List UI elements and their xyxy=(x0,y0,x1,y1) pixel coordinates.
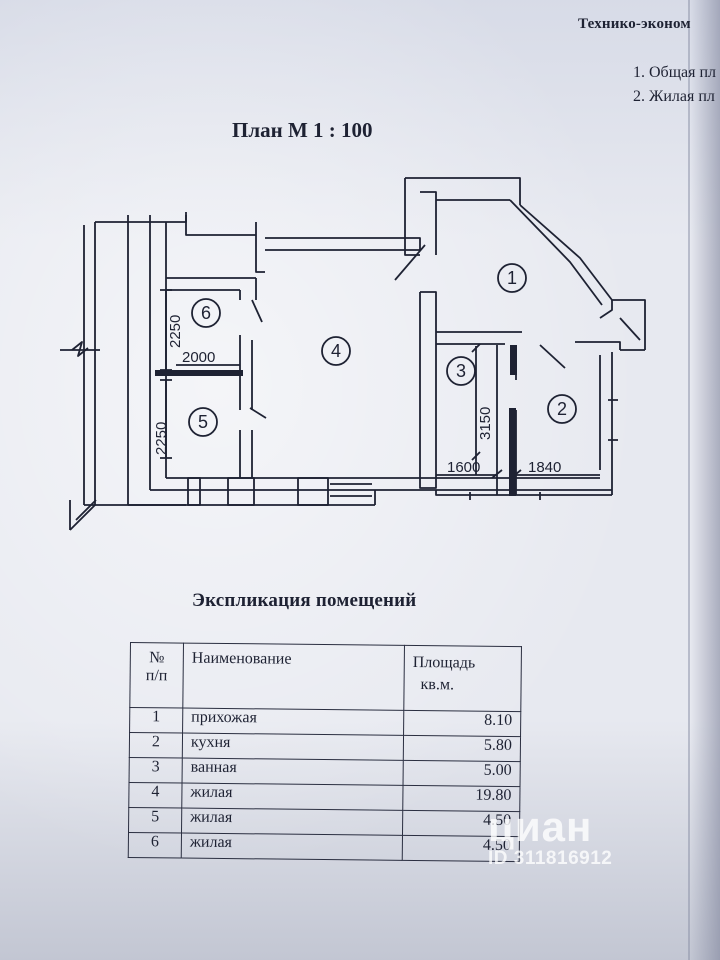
header-num: № п/п xyxy=(129,642,184,709)
row-num: 2 xyxy=(129,732,183,759)
row-num: 4 xyxy=(128,782,183,809)
dim-bath-height: 3150 xyxy=(477,407,494,440)
row-num: 5 xyxy=(128,807,182,834)
room-number-1: 1 xyxy=(507,268,517,288)
row-area: 5.80 xyxy=(403,735,521,762)
room-number-2: 2 xyxy=(557,399,567,419)
table-row: 6 жилая 4.50 xyxy=(128,832,520,862)
tech-item-living-area: 2. Жилая пл xyxy=(633,88,715,105)
row-num: 6 xyxy=(128,832,182,859)
watermark-id: ID 311816912 xyxy=(488,848,613,869)
row-num: 1 xyxy=(129,707,183,734)
page-fold-shadow xyxy=(690,0,720,960)
row-area: 8.10 xyxy=(403,710,521,737)
row-area: 5.00 xyxy=(403,760,521,787)
dim-room6-height: 2250 xyxy=(167,315,184,348)
cian-watermark: циан ID 311816912 xyxy=(488,806,612,870)
table-header-row: № п/п Наименование Площадь кв.м. xyxy=(129,642,522,712)
dim-room6-width: 2000 xyxy=(182,349,215,366)
header-name: Наименование xyxy=(182,643,405,711)
room-number-5: 5 xyxy=(198,412,208,432)
watermark-logo: циан xyxy=(488,803,593,850)
header-num-line2: п/п xyxy=(145,667,168,685)
row-name: жилая xyxy=(181,808,403,836)
header-area-line1: Площадь xyxy=(412,653,476,672)
dim-room5-height: 2250 xyxy=(153,422,170,455)
tech-econ-title: Технико-эконом xyxy=(578,16,691,32)
tech-item-total-area: 1. Общая пл xyxy=(633,64,717,81)
explication-title: Экспликация помещений xyxy=(192,590,417,611)
row-name: кухня xyxy=(182,733,404,761)
plan-title: План М 1 : 100 xyxy=(232,118,373,142)
row-name: жилая xyxy=(181,833,403,861)
row-num: 3 xyxy=(129,757,183,784)
dim-kitchen-width: 1840 xyxy=(528,459,561,476)
row-name: жилая xyxy=(181,783,404,811)
header-area-line2: кв.м. xyxy=(420,676,455,694)
header-area: Площадь кв.м. xyxy=(403,645,522,712)
page-edge xyxy=(688,0,690,960)
dim-bath-width: 1600 xyxy=(447,459,480,476)
room-number-4: 4 xyxy=(331,341,341,361)
row-name: прихожая xyxy=(182,708,404,736)
row-name: ванная xyxy=(182,758,404,786)
room-number-6: 6 xyxy=(201,303,211,323)
rooms-table: № п/п Наименование Площадь кв.м. 1 прихо… xyxy=(128,642,522,862)
room-number-3: 3 xyxy=(456,361,466,381)
header-num-line1: № xyxy=(149,649,165,667)
